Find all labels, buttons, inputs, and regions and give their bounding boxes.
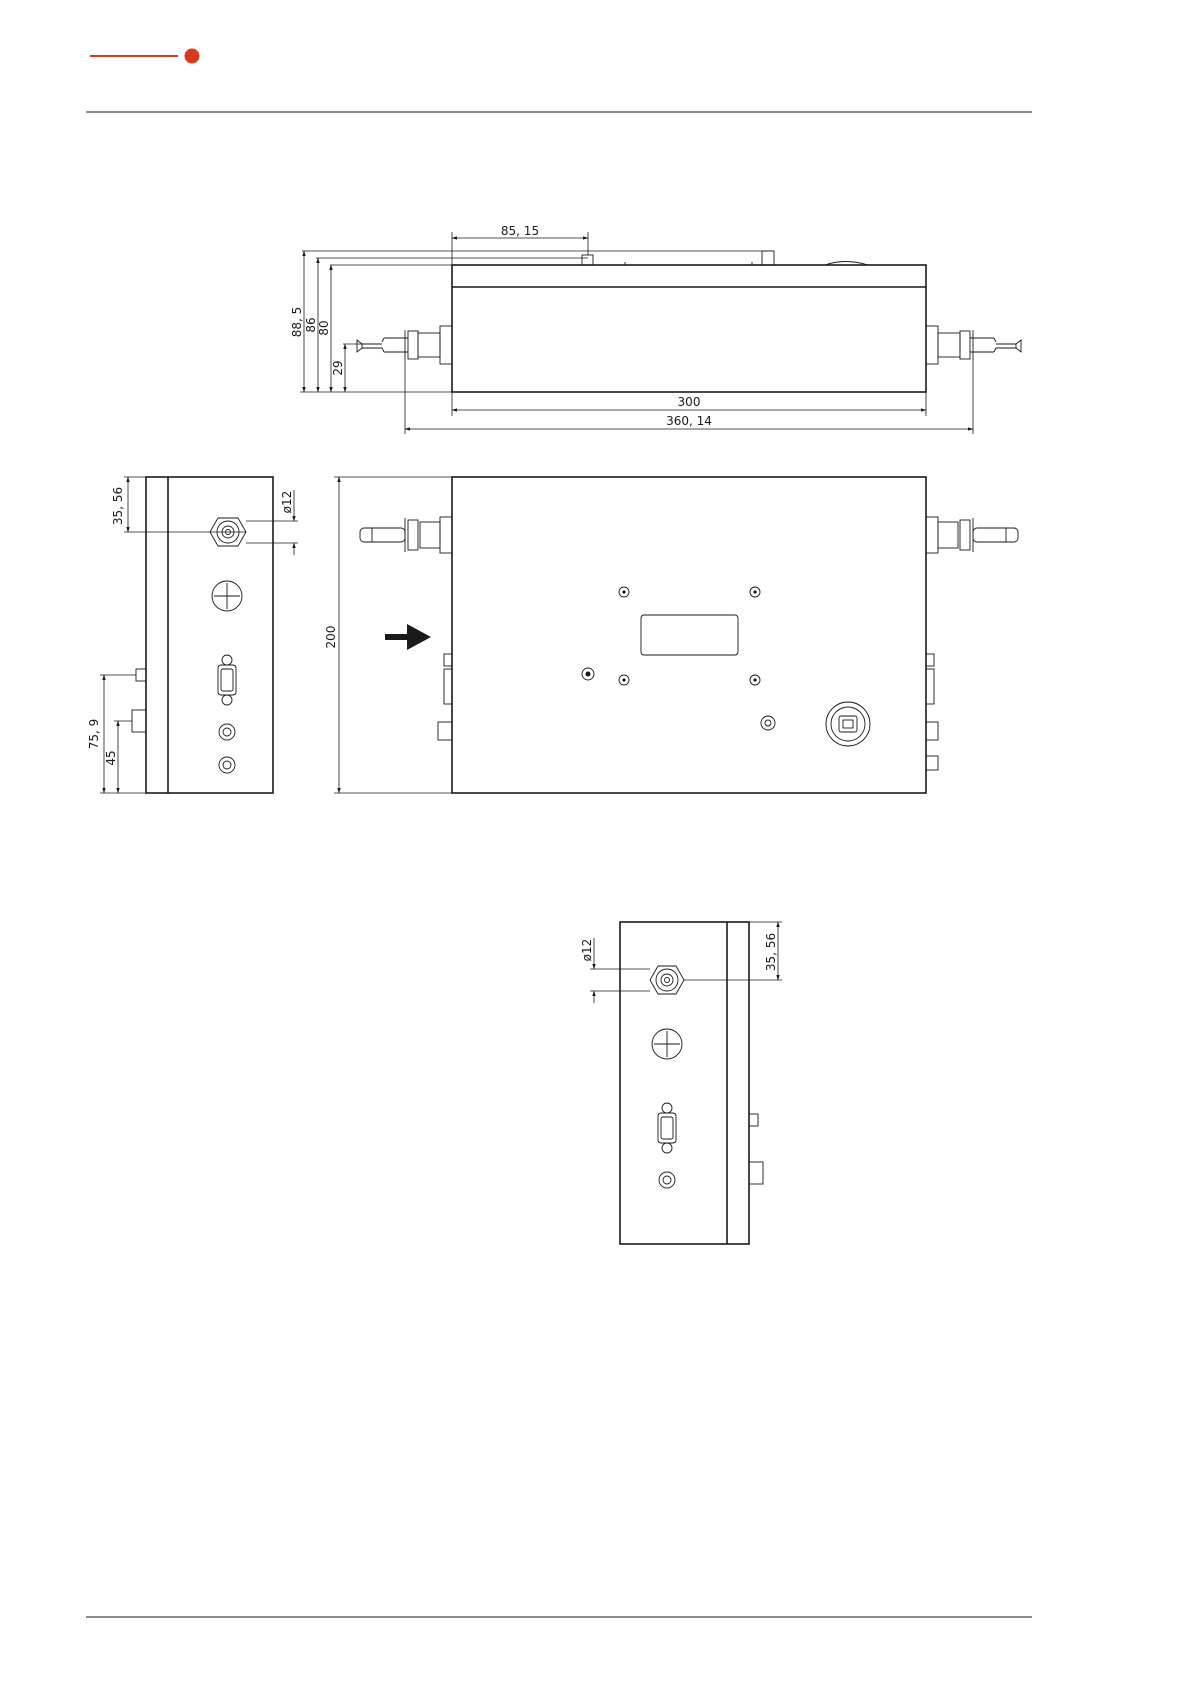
direction-arrow-icon	[385, 624, 431, 650]
side-view-right: 35, 56 ø12	[580, 922, 782, 1244]
dim-80: 80	[317, 320, 331, 335]
usb-port-icon	[826, 702, 870, 746]
dim-300: 300	[678, 395, 701, 409]
dim-85-15: 85, 15	[501, 224, 539, 238]
brand-logo	[90, 49, 200, 64]
right-fitting	[926, 326, 1021, 364]
dim-35-56-left: 35, 56	[111, 487, 125, 525]
side-view-left-body	[146, 477, 273, 793]
left-fitting	[357, 326, 452, 364]
dim-75-9: 75, 9	[87, 719, 101, 750]
dim-45: 45	[104, 750, 118, 765]
top-view: 85, 15 88, 5 86 80 29 300 360, 14	[290, 224, 1021, 434]
dim-d12-right: ø12	[580, 939, 594, 962]
dim-200: 200	[324, 626, 338, 649]
dim-29: 29	[331, 360, 345, 375]
side-view-right-body	[620, 922, 749, 1244]
side-view-left: 35, 56 ø12 75, 9 45	[87, 477, 298, 793]
dim-360-14: 360, 14	[666, 414, 712, 428]
front-view: 200	[324, 477, 1018, 793]
front-view-body	[452, 477, 926, 793]
dim-88-5: 88, 5	[290, 307, 304, 338]
dim-86: 86	[304, 317, 318, 332]
dim-35-56-right: 35, 56	[764, 933, 778, 971]
dim-d12-left: ø12	[280, 491, 294, 514]
top-view-body	[452, 265, 926, 392]
